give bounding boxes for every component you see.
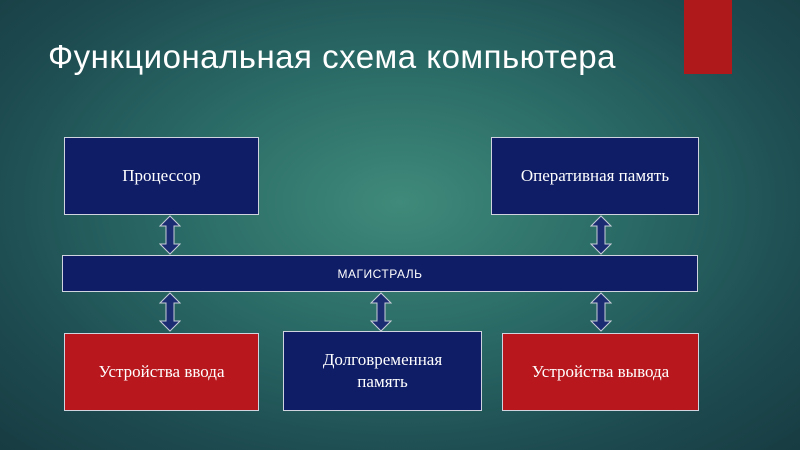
ram-block: Оперативная память [491, 137, 699, 215]
long-term-memory-block: Долговременная память [283, 331, 482, 411]
double-arrow-icon [590, 215, 612, 255]
input-devices-block: Устройства ввода [64, 333, 259, 411]
double-arrow-icon [159, 215, 181, 255]
double-arrow-icon [590, 292, 612, 332]
accent-bar [684, 0, 732, 74]
double-arrow-icon [370, 292, 392, 332]
slide-title: Функциональная схема компьютера [48, 38, 617, 75]
output-devices-block: Устройства вывода [502, 333, 699, 411]
bus-block: МАГИСТРАЛЬ [62, 255, 698, 292]
double-arrow-icon [159, 292, 181, 332]
processor-block: Процессор [64, 137, 259, 215]
